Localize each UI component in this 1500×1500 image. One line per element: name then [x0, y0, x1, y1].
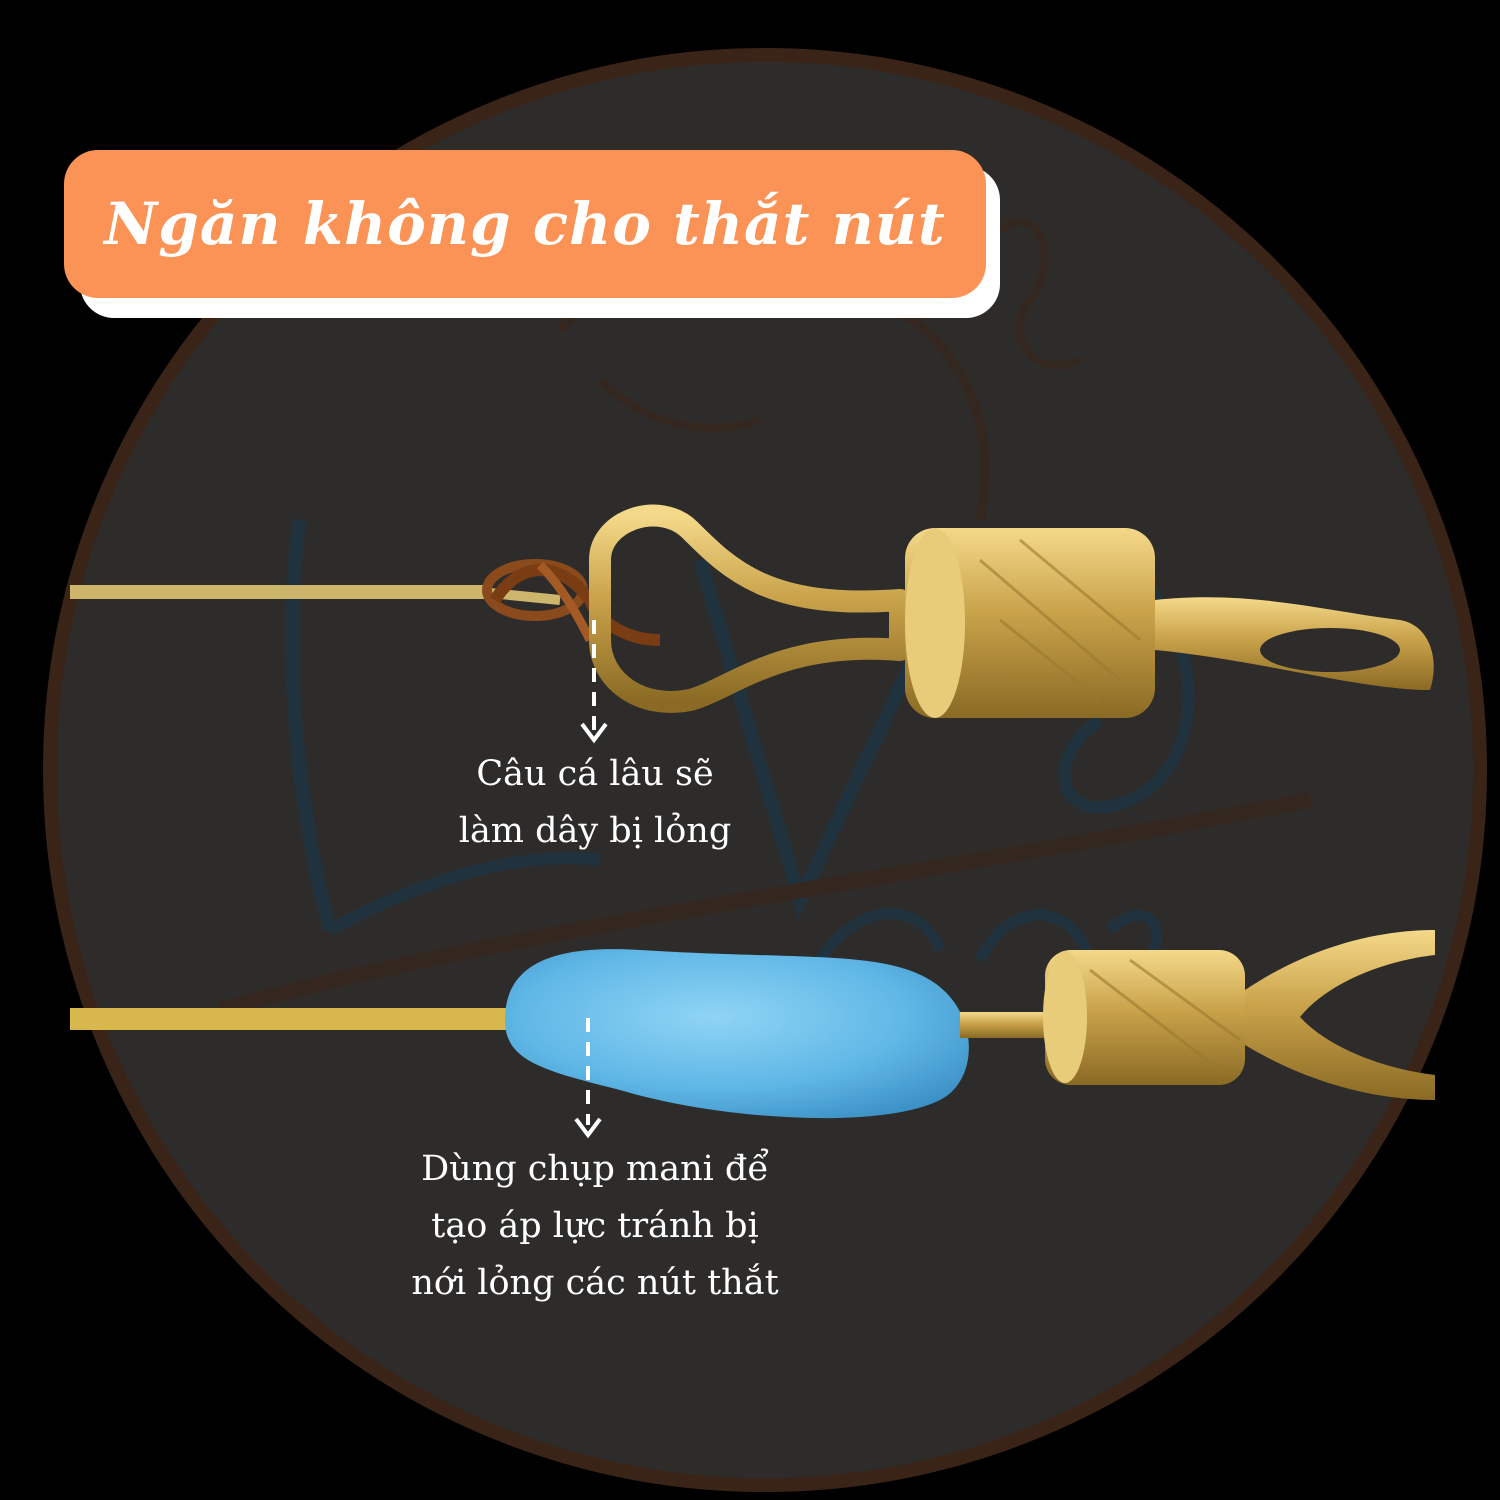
- bottom-swivel: [70, 930, 1435, 1119]
- caption-loose-line: Câu cá lâu sẽ làm dây bị lỏng: [395, 746, 795, 860]
- caption-line: nới lỏng các nút thắt: [411, 1263, 779, 1303]
- bottom-pointer-arrow: [574, 1018, 602, 1139]
- caption-line: Dùng chụp mani để: [421, 1149, 769, 1189]
- title-banner: Ngăn không cho thắt nút: [64, 150, 986, 298]
- caption-line: tạo áp lực tránh bị: [431, 1206, 759, 1246]
- caption-bead-stopper: Dùng chụp mani để tạo áp lực tránh bị nớ…: [345, 1141, 845, 1312]
- top-pointer-arrow: [580, 620, 608, 744]
- title-text: Ngăn không cho thắt nút: [104, 190, 946, 258]
- caption-line: làm dây bị lỏng: [458, 811, 732, 851]
- bead-stopper: [505, 949, 969, 1119]
- top-swivel: [70, 504, 1434, 718]
- caption-line: Câu cá lâu sẽ: [476, 754, 714, 794]
